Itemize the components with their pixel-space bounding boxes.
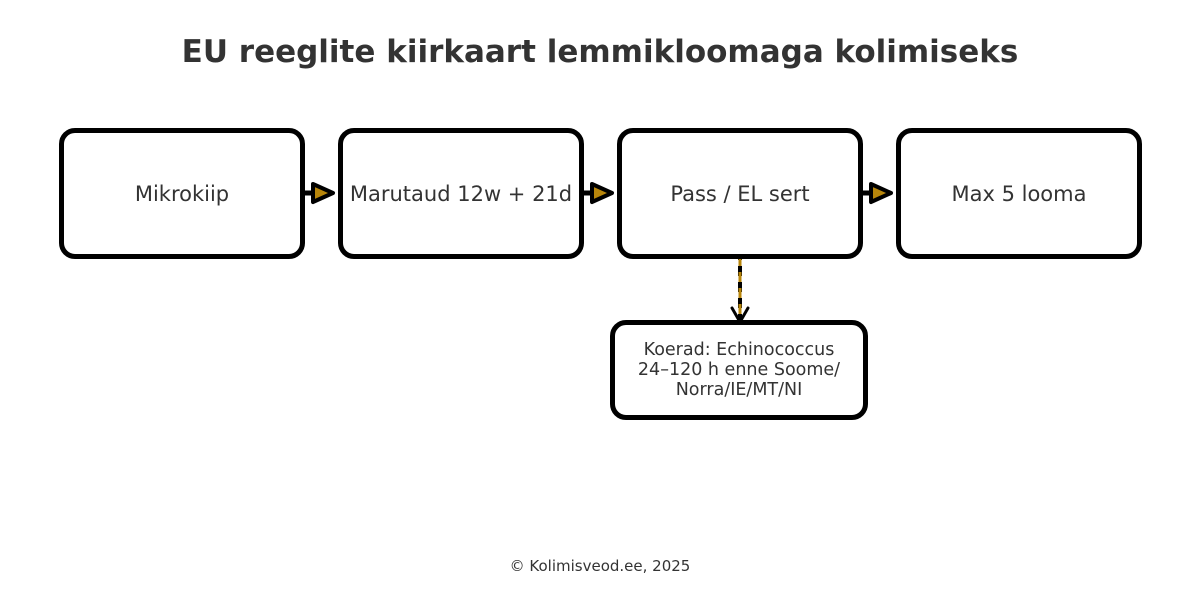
step-microchip: Mikrokiip (59, 128, 305, 259)
step-rabies-vaccine-label: Marutaud 12w + 21d (349, 181, 573, 206)
arrow-step1-to-step2 (302, 182, 335, 204)
step-max-animals: Max 5 looma (896, 128, 1142, 259)
footer-copyright: © Kolimisveod.ee, 2025 (509, 557, 691, 575)
step-microchip-label: Mikrokiip (134, 181, 230, 206)
step-rabies-vaccine: Marutaud 12w + 21d (338, 128, 584, 259)
step-pet-passport-label: Pass / EL sert (670, 181, 810, 206)
arrow-step2-to-step3 (581, 182, 614, 204)
dashed-arrow-step3-to-note (730, 250, 750, 330)
note-echinococcus: Koerad: Echinococcus 24–120 h enne Soome… (610, 320, 868, 420)
note-echinococcus-text: Koerad: Echinococcus 24–120 h enne Soome… (637, 340, 841, 400)
step-max-animals-label: Max 5 looma (951, 181, 1087, 206)
diagram-title: EU reeglite kiirkaart lemmikloomaga koli… (181, 34, 1019, 70)
step-pet-passport: Pass / EL sert (617, 128, 863, 259)
arrow-step3-to-step4 (860, 182, 893, 204)
